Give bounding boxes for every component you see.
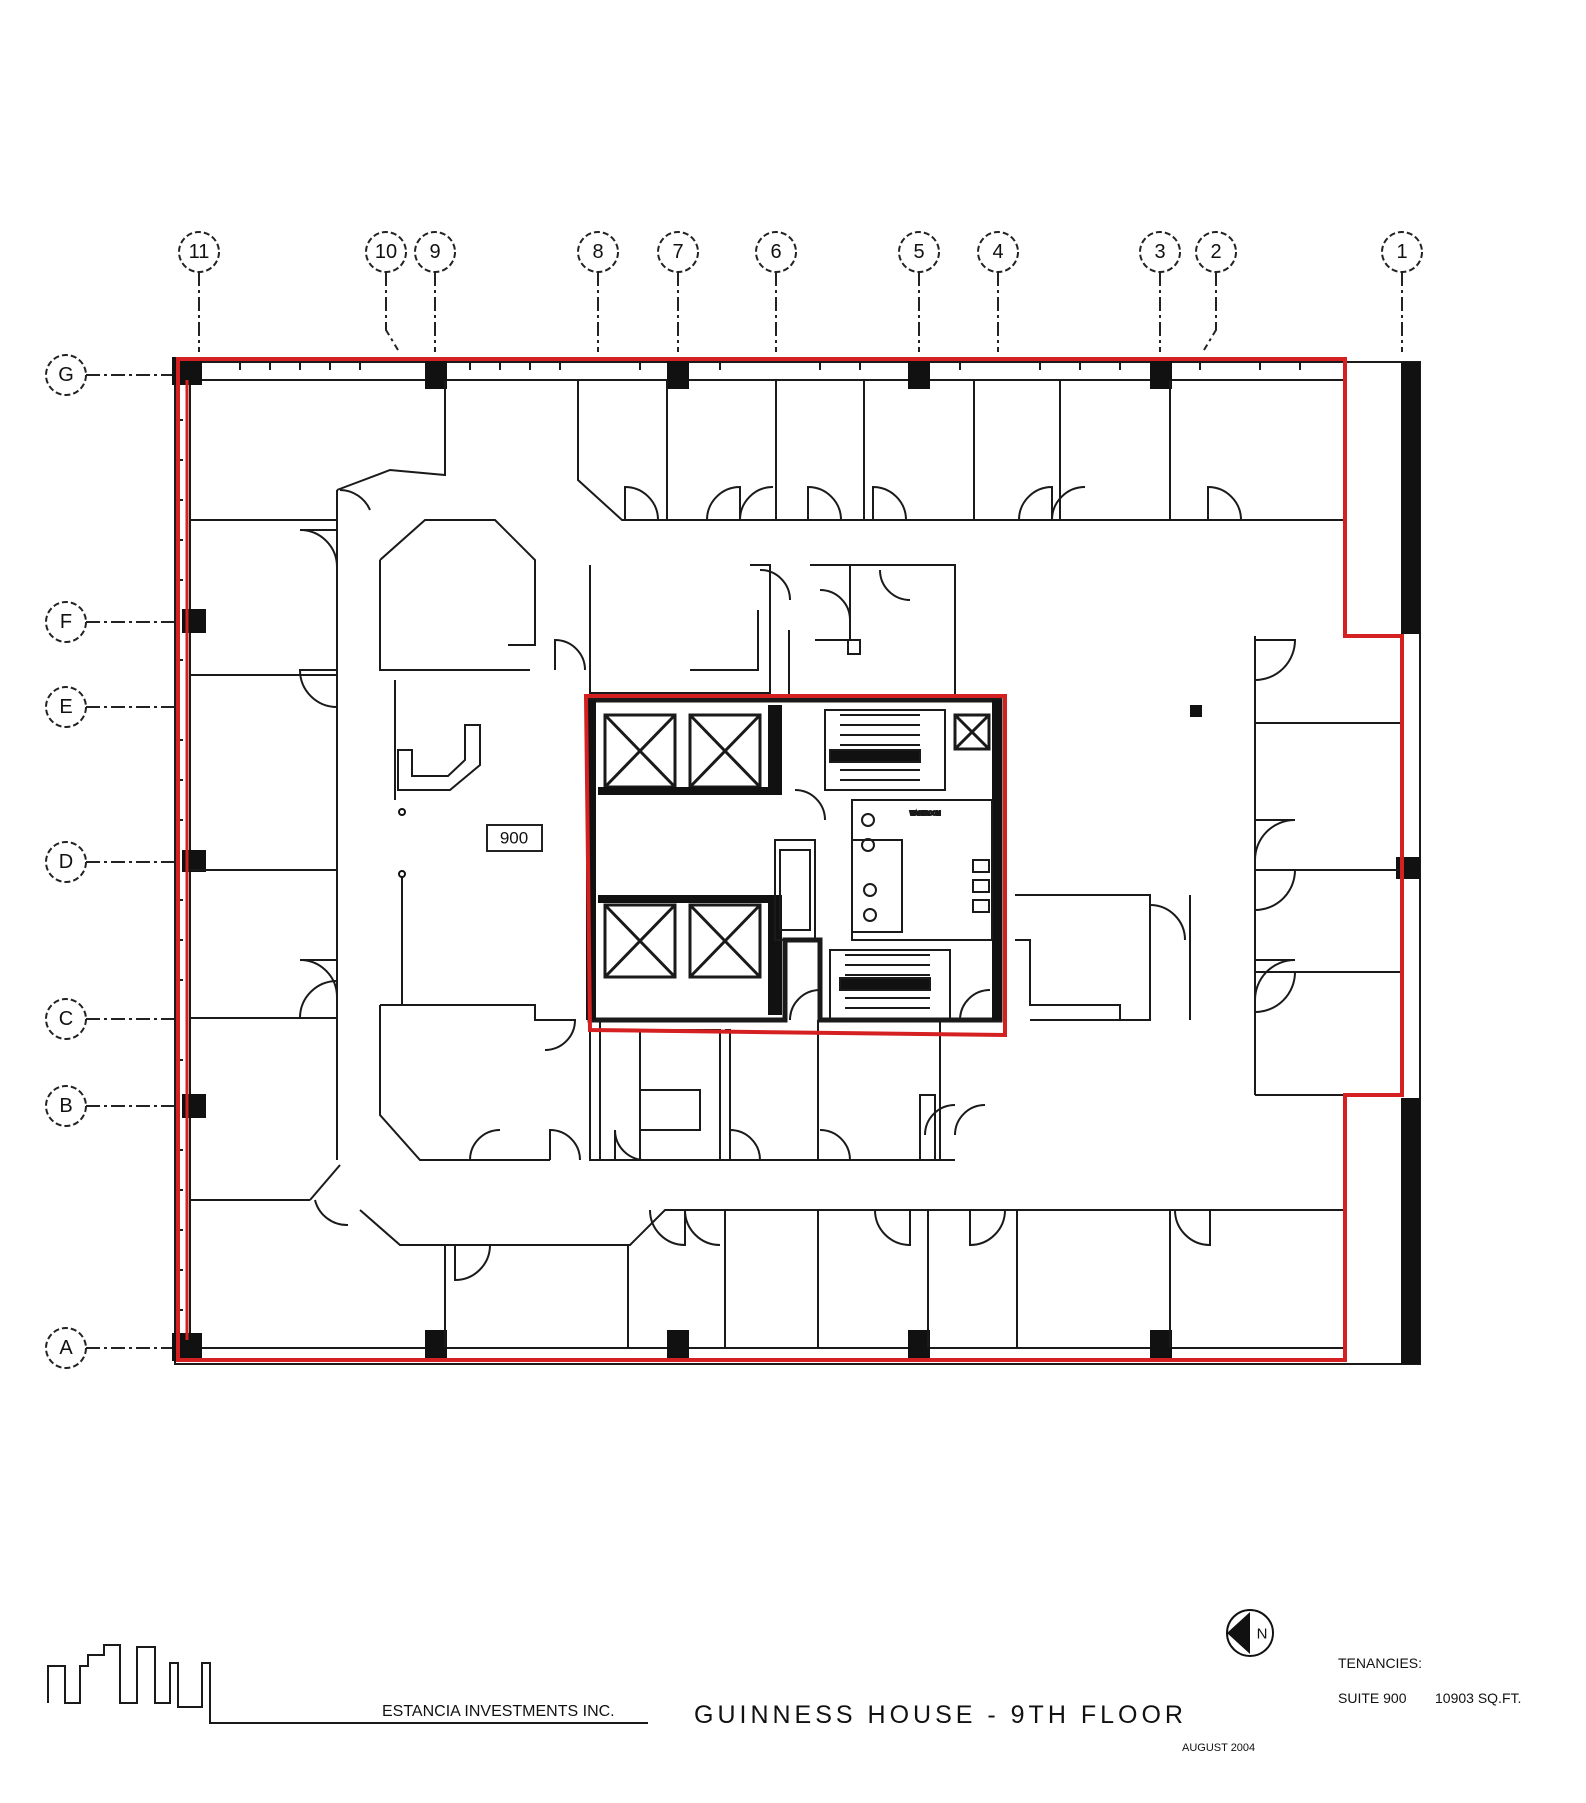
svg-text:1: 1: [1396, 241, 1407, 263]
grid-bubble-10: 10: [365, 231, 407, 273]
svg-text:3: 3: [1154, 241, 1165, 263]
svg-text:F: F: [60, 611, 72, 633]
svg-text:10: 10: [375, 241, 397, 263]
central-rooms: [379, 519, 1191, 1161]
grid-bubble-E: E: [45, 686, 87, 728]
lower-stair: [829, 949, 951, 1021]
svg-text:8: 8: [592, 241, 603, 263]
structural-columns: [172, 357, 1420, 1362]
grid-bubble-7: 7: [657, 231, 699, 273]
grid-bubble-F: F: [45, 601, 87, 643]
suite-label-box: 900: [486, 824, 543, 852]
row-grid-lines: [86, 374, 175, 1349]
svg-text:7: 7: [672, 241, 683, 263]
tenancies-block: TENANCIES: SUITE 900 10903 SQ.FT.: [1338, 1655, 1521, 1706]
grid-bubble-2: 2: [1195, 231, 1237, 273]
svg-text:C: C: [59, 1008, 73, 1030]
tenancies-heading: TENANCIES:: [1338, 1655, 1422, 1671]
grid-bubble-C: C: [45, 998, 87, 1040]
svg-text:5: 5: [913, 241, 924, 263]
grid-bubble-4: 4: [977, 231, 1019, 273]
company-name: ESTANCIA INVESTMENTS INC.: [382, 1703, 615, 1720]
grid-bubble-5: 5: [898, 231, 940, 273]
title-block: ESTANCIA INVESTMENTS INC. GUINNESS HOUSE…: [382, 1701, 1255, 1754]
exterior-walls: [174, 361, 1421, 1365]
company-logo: [47, 1644, 648, 1724]
svg-text:B: B: [59, 1095, 72, 1117]
grid-bubble-11: 11: [178, 231, 220, 273]
column-grid-lines: [198, 272, 1403, 352]
svg-text:D: D: [59, 851, 73, 873]
tenancies-suite: SUITE 900: [1338, 1690, 1407, 1706]
svg-text:G: G: [58, 364, 74, 386]
drawing-title: GUINNESS HOUSE - 9TH FLOOR: [694, 1701, 1187, 1729]
grid-bubble-G: G: [45, 354, 87, 396]
grid-bubble-9: 9: [414, 231, 456, 273]
grid-bubble-6: 6: [755, 231, 797, 273]
drawing-date: AUGUST 2004: [1182, 1742, 1255, 1754]
svg-text:11: 11: [189, 241, 210, 263]
svg-text:900: 900: [500, 829, 528, 848]
svg-text:E: E: [59, 696, 72, 718]
svg-text:A: A: [59, 1337, 73, 1359]
grid-bubble-8: 8: [577, 231, 619, 273]
grid-bubble-B: B: [45, 1085, 87, 1127]
row-grid-bubbles: G F E D C B A: [45, 354, 87, 1369]
svg-text:6: 6: [770, 241, 781, 263]
north-label: N: [1257, 1626, 1268, 1643]
building-core: WASHROOM: [586, 697, 1003, 1023]
svg-text:2: 2: [1210, 241, 1221, 263]
svg-text:9: 9: [429, 241, 440, 263]
interior-partitions: [190, 380, 1402, 1348]
column-grid-bubbles: 11 10 9 8 7 6 5 4 3 2 1: [178, 231, 1423, 273]
grid-bubble-3: 3: [1139, 231, 1181, 273]
grid-bubble-1: 1: [1381, 231, 1423, 273]
tenancies-area: 10903 SQ.FT.: [1435, 1690, 1521, 1706]
grid-bubble-A: A: [45, 1327, 87, 1369]
grid-bubble-D: D: [45, 841, 87, 883]
svg-text:4: 4: [992, 241, 1003, 263]
north-arrow-icon: N: [1226, 1609, 1274, 1657]
washroom-fixtures: WASHROOM: [774, 799, 993, 941]
suite-boundary: [176, 357, 1404, 1362]
svg-text:WASHROOM: WASHROOM: [910, 811, 940, 817]
door-swings: [298, 485, 1297, 1282]
upper-stair: [824, 709, 946, 791]
elevator-cars: [603, 713, 991, 979]
